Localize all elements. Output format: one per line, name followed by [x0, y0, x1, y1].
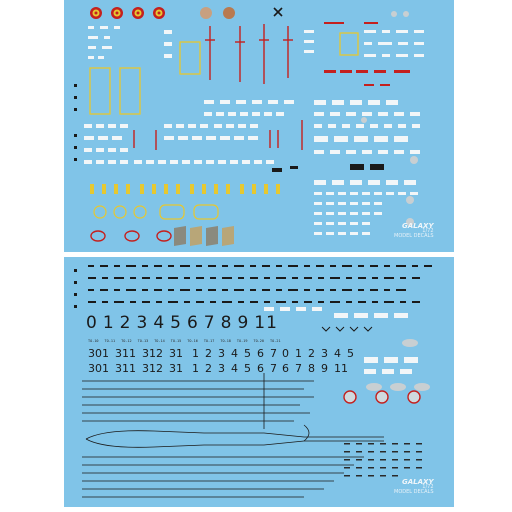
- black-stencil-rows: [74, 265, 432, 308]
- brand-name: GALAXY: [402, 478, 434, 486]
- digit: 9: [237, 313, 250, 333]
- digit: 6: [186, 313, 199, 333]
- decal-sheet-top: GALAXY 1/72 MODEL DECALS: [64, 0, 454, 252]
- code-caption: TO-14: [154, 339, 165, 343]
- digit: 11: [334, 362, 348, 375]
- code-caption: TO-19: [236, 339, 248, 343]
- red-rings: [343, 390, 421, 404]
- grey-markers: [361, 11, 418, 226]
- digit: 4: [231, 347, 238, 360]
- brand-tagline: MODEL DECALS: [394, 233, 434, 239]
- code-caption: TO-16: [187, 339, 198, 343]
- long-black-lines: [82, 373, 364, 498]
- digit: 3: [136, 313, 149, 333]
- yellow-tab-row: [90, 184, 280, 194]
- brand-name: GALAXY: [402, 222, 434, 230]
- digit: 5: [170, 313, 182, 333]
- digit: 4: [334, 347, 341, 360]
- brand-logo-bottom: GALAXY 1/72 MODEL DECALS: [394, 478, 434, 495]
- camouflage-shields: [174, 226, 234, 246]
- digit: 6: [282, 362, 289, 375]
- decal-sheet-bottom: 0 1 2 3 4 5 6 7 8 9 11 TO-10 TO-11 TO-12…: [64, 257, 454, 507]
- decal-artwork-top: [74, 7, 424, 246]
- unit-code: 31: [169, 347, 183, 360]
- unit-code: 312: [142, 362, 163, 375]
- red-dash-strips: [324, 22, 410, 86]
- digit: 3: [218, 362, 225, 375]
- digit: 1: [192, 347, 199, 360]
- checkmark-row: [321, 326, 373, 332]
- code-caption: TO-12: [121, 339, 132, 343]
- digit: 7: [270, 347, 277, 360]
- white-stencils: [84, 26, 424, 235]
- code-caption: TO-18: [220, 339, 231, 343]
- digit: 1: [295, 347, 302, 360]
- digit: 5: [244, 347, 251, 360]
- white-stencils-bottom: [264, 307, 418, 374]
- digit: 0: [282, 347, 289, 360]
- digit: 1: [102, 313, 115, 333]
- stencil-grid: [344, 443, 422, 477]
- digit: 4: [231, 362, 238, 375]
- digit: 5: [347, 347, 354, 360]
- digit: 6: [257, 347, 264, 360]
- mid-number-row-1: 1 2 3 4 5 6 7: [192, 347, 283, 360]
- decal-artwork-bottom: [74, 265, 432, 498]
- yellow-rings: [93, 204, 219, 220]
- digit: 3: [321, 347, 328, 360]
- brand-tagline: MODEL DECALS: [394, 489, 434, 495]
- yellow-panels: [89, 32, 359, 115]
- red-ovals: [90, 230, 172, 242]
- digit: 6: [257, 362, 264, 375]
- mid-number-row-2: 1 2 3 4 5 6 7: [192, 362, 283, 375]
- digit: 9: [321, 362, 328, 375]
- digit: 1: [192, 362, 199, 375]
- unit-code: 312: [142, 347, 163, 360]
- digit: 2: [308, 347, 315, 360]
- black-stencils: [74, 84, 384, 172]
- unit-code-row-2: 301 311 312 31: [88, 362, 189, 375]
- brand-scale: 1/72: [422, 484, 434, 490]
- unit-code: 301: [88, 347, 109, 360]
- code-caption: TO-21: [270, 339, 281, 343]
- cross-emblem: [273, 7, 283, 17]
- code-caption: TO-20: [253, 339, 265, 343]
- code-caption: TO-10: [88, 339, 99, 343]
- digit: 3: [218, 347, 225, 360]
- code-caption-row: TO-10 TO-11 TO-12 TO-13 TO-14 TO-15 TO-1…: [88, 339, 287, 343]
- digit: 11: [254, 313, 278, 333]
- digit: 2: [119, 313, 132, 333]
- roundel-row: [90, 7, 235, 19]
- digit: 2: [205, 362, 212, 375]
- unit-code-row-1: 301 311 312 31: [88, 347, 189, 360]
- digit: 8: [308, 362, 315, 375]
- red-walkway-lines: [133, 24, 303, 150]
- unit-code: 311: [115, 362, 136, 375]
- fuselage-outline: [85, 424, 384, 448]
- code-caption: TO-11: [104, 339, 116, 343]
- unit-code: 311: [115, 347, 136, 360]
- digit: 7: [270, 362, 277, 375]
- digit: 7: [203, 313, 216, 333]
- unit-code: 31: [169, 362, 183, 375]
- digit: 2: [205, 347, 212, 360]
- brand-logo-top: GALAXY 1/72 MODEL DECALS: [394, 222, 434, 239]
- code-caption: TO-17: [203, 339, 215, 343]
- digit: 4: [153, 313, 166, 333]
- brand-scale: 1/72: [422, 228, 434, 234]
- code-caption: TO-13: [137, 339, 149, 343]
- digit: 0: [86, 313, 98, 333]
- unit-code: 301: [88, 362, 109, 375]
- grey-ovals: [366, 339, 430, 391]
- code-caption: TO-15: [170, 339, 182, 343]
- right-number-row-2: 6 7 8 9 11: [282, 362, 354, 375]
- digit: 7: [295, 362, 302, 375]
- digit: 5: [244, 362, 251, 375]
- right-number-row-1: 0 1 2 3 4 5: [282, 347, 360, 360]
- big-number-row: 0 1 2 3 4 5 6 7 8 9 11: [86, 313, 283, 333]
- digit: 8: [220, 313, 233, 333]
